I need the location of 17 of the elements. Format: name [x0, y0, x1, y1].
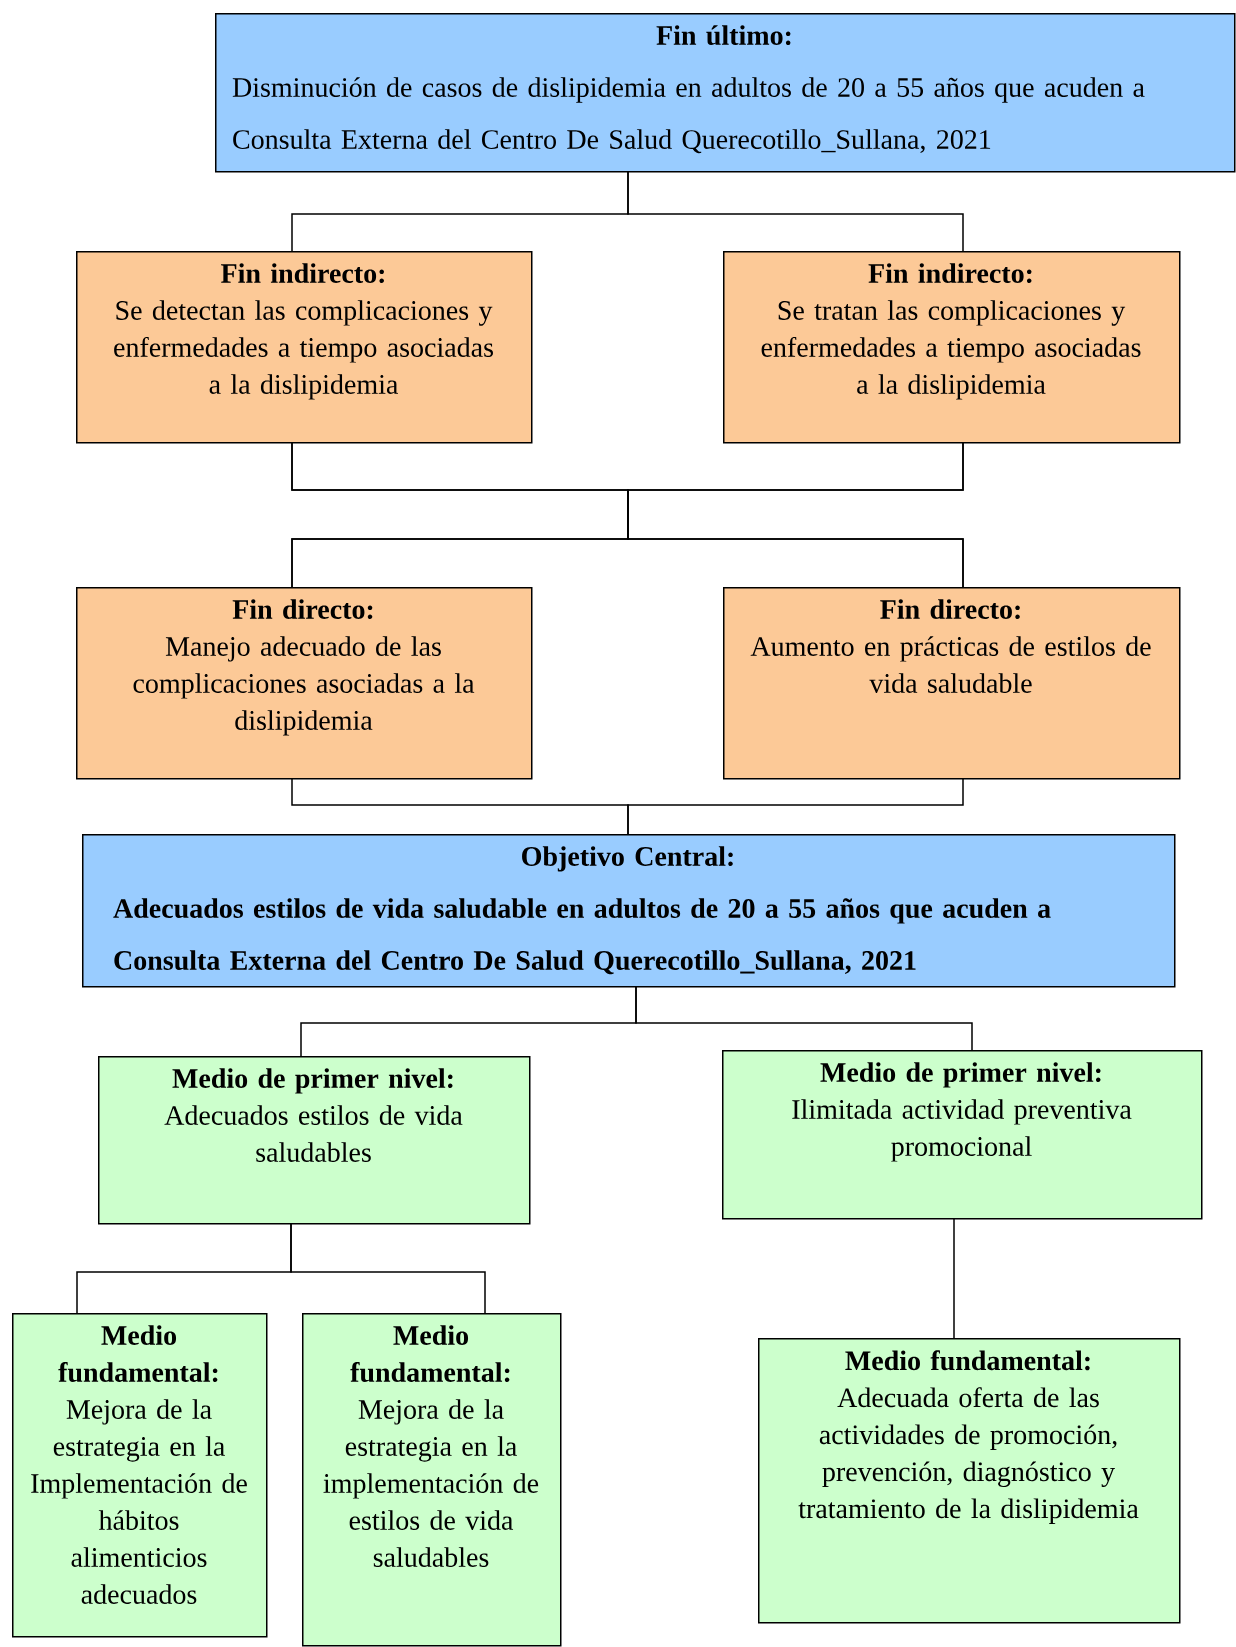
- connector-line: [627, 777, 964, 835]
- connector-line: [953, 1217, 955, 1339]
- connector-line: [627, 170, 964, 252]
- connector-line: [635, 985, 973, 1051]
- process-box: Fin indirecto: Se tratan las complicaciones y enfermedades a tiempo asociadas a la dislipidemia: [723, 251, 1181, 444]
- connector-line: [291, 441, 964, 588]
- process-box: Fin indirecto: Se detectan las complicaciones y enfermedades a tiempo asociadas a la dislipidemia: [76, 251, 533, 444]
- process-box: Medio fundamental: Mejora de la estrategia en la Implementación de hábitos alimenticios adecuados: [12, 1313, 268, 1638]
- process-box: Fin directo: Manejo adecuado de las complicaciones asociadas a la dislipidemia: [76, 587, 533, 780]
- process-box: Fin directo: Aumento en prácticas de estilos de vida saludable: [723, 587, 1181, 780]
- process-box: Medio fundamental: Mejora de la estrategia en la implementación de estilos de vida saludables: [302, 1313, 562, 1647]
- connector-line: [290, 1222, 486, 1314]
- process-box: Fin último: Disminución de casos de dislipidemia en adultos de 20 a 55 años que acuden a Consulta Externa del Centro De Salud Querecotillo_Sullana, 2021: [215, 13, 1236, 173]
- process-box: Medio de primer nivel: Ilimitada actividad preventiva promocional: [722, 1050, 1203, 1220]
- process-box: Medio fundamental: Adecuada oferta de las actividades de promoción, prevención, diagnóstico y tratamiento de la dislipidemia: [758, 1338, 1181, 1624]
- process-box: Objetivo Central: Adecuados estilos de vida saludable en adultos de 20 a 55 años que acuden a Consulta Externa del Centro De Salud Querecotillo_Sullana, 2021: [82, 834, 1176, 988]
- process-box: Medio de primer nivel: Adecuados estilos de vida saludables: [98, 1056, 531, 1225]
